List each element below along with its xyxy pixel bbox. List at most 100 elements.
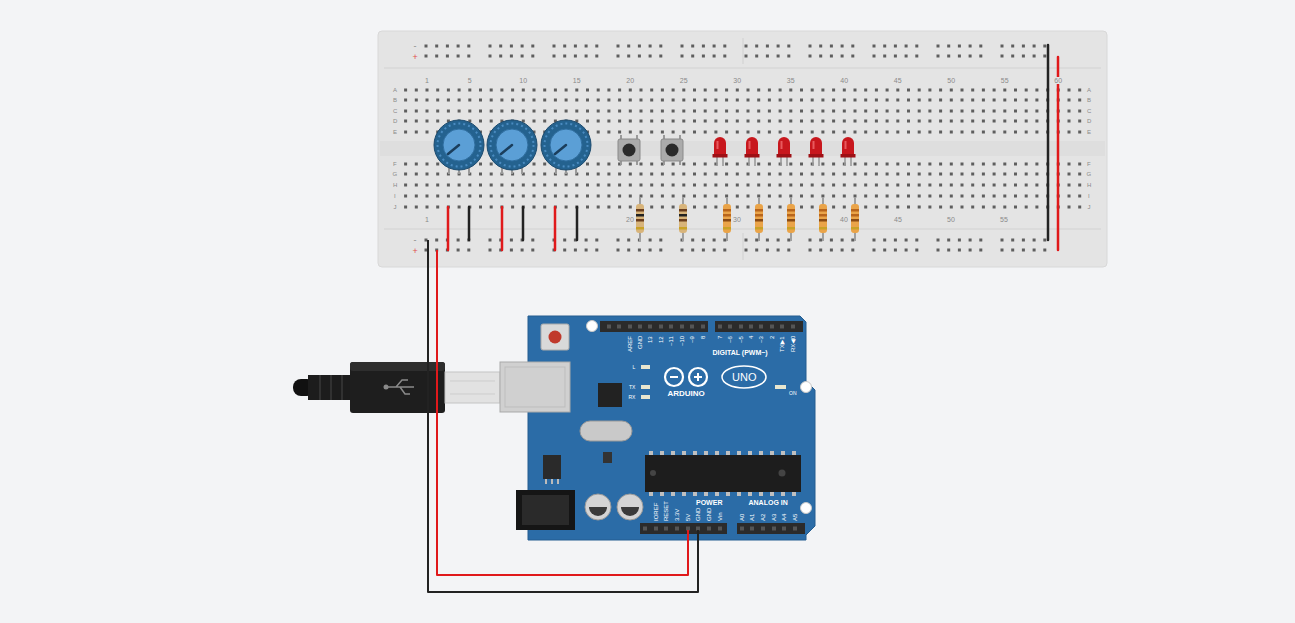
power-wires [428,240,698,592]
breadboard-hole [586,184,589,187]
breadboard-hole [436,120,439,123]
header-socket [690,325,694,329]
breadboard-hole [436,206,439,209]
breadboard-hole [993,195,996,198]
breadboard-hole [649,55,652,58]
breadboard-hole [915,55,918,58]
breadboard-hole [458,110,461,113]
breadboard-hole [821,99,824,102]
breadboard-hole [713,249,716,252]
breadboard-hole [905,45,908,48]
breadboard-hole [886,110,889,113]
breadboard-hole [854,89,857,92]
breadboard-hole [1068,195,1071,198]
chip-pin [660,451,664,455]
breadboard-hole [426,195,429,198]
pin-label: ~9 [689,336,695,343]
breadboard-hole [886,195,889,198]
breadboard-hole [585,249,588,252]
breadboard-hole [479,99,482,102]
breadboard-hole [458,184,461,187]
breadboard-hole [736,89,739,92]
header-title: ANALOG IN [749,499,788,506]
breadboard-hole [607,120,610,123]
breadboard-hole [811,110,814,113]
breadboard-hole [830,239,833,242]
breadboard-hole [745,239,748,242]
resistor-symbol [851,197,859,241]
header-socket [718,325,722,329]
breadboard-hole [875,89,878,92]
breadboard-hole [768,184,771,187]
breadboard-hole [819,249,822,252]
row-letter: E [392,129,398,135]
breadboard-hole [586,110,589,113]
breadboard-hole [907,195,910,198]
breadboard-hole [404,173,407,176]
resistor-band [851,209,859,212]
led [841,137,856,166]
breadboard-hole [811,195,814,198]
resistor-band [851,219,859,222]
column-number: 30 [732,216,742,223]
breadboard-hole [928,184,931,187]
breadboard-hole [755,249,758,252]
breadboard-hole [618,206,621,209]
breadboard-hole [404,99,407,102]
chip-pin [781,492,785,496]
header-socket [675,527,679,531]
header-socket [718,527,722,531]
breadboard-hole [843,131,846,134]
breadboard-hole [971,110,974,113]
breadboard-hole [693,99,696,102]
breadboard-hole [446,55,449,58]
breadboard-hole [553,45,556,48]
breadboard-hole [950,99,953,102]
breadboard-hole [800,99,803,102]
breadboard-hole [811,99,814,102]
breadboard-hole [672,195,675,198]
breadboard-hole [950,206,953,209]
breadboard-hole [894,45,897,48]
potentiometer-body [541,120,591,170]
usb-cable [293,362,500,413]
breadboard-hole [595,45,598,48]
breadboard-hole [747,110,750,113]
breadboard-hole [510,45,513,48]
breadboard-hole [500,89,503,92]
breadboard-hole [1068,206,1071,209]
breadboard-hole [586,173,589,176]
breadboard-hole [554,110,557,113]
breadboard-hole [918,99,921,102]
breadboard-hole [747,173,750,176]
breadboard-hole [1078,195,1081,198]
breadboard-hole [490,163,493,166]
breadboard-hole [553,55,556,58]
led-label: ON [789,391,797,396]
rail-sign: - [413,42,418,51]
breadboard-hole [586,120,589,123]
breadboard-hole [1014,120,1017,123]
breadboard-hole [661,173,664,176]
breadboard-hole [490,195,493,198]
breadboard-hole [533,173,536,176]
breadboard-hole [854,184,857,187]
pin-label: 4 [748,336,754,339]
breadboard-hole [905,239,908,242]
breadboard-hole [704,206,707,209]
breadboard-hole [629,99,632,102]
breadboard-hole [650,163,653,166]
breadboard-hole [1025,131,1028,134]
breadboard-hole [627,45,630,48]
pin-label: GND [695,508,701,521]
breadboard-hole [640,99,643,102]
header-socket [782,527,786,531]
breadboard-hole [873,249,876,252]
breadboard-hole [961,99,964,102]
led-dome [714,137,726,156]
breadboard-hole [971,89,974,92]
power-wire [437,250,688,575]
breadboard-hole [595,55,598,58]
button-body [618,139,640,161]
breadboard-hole [800,131,803,134]
